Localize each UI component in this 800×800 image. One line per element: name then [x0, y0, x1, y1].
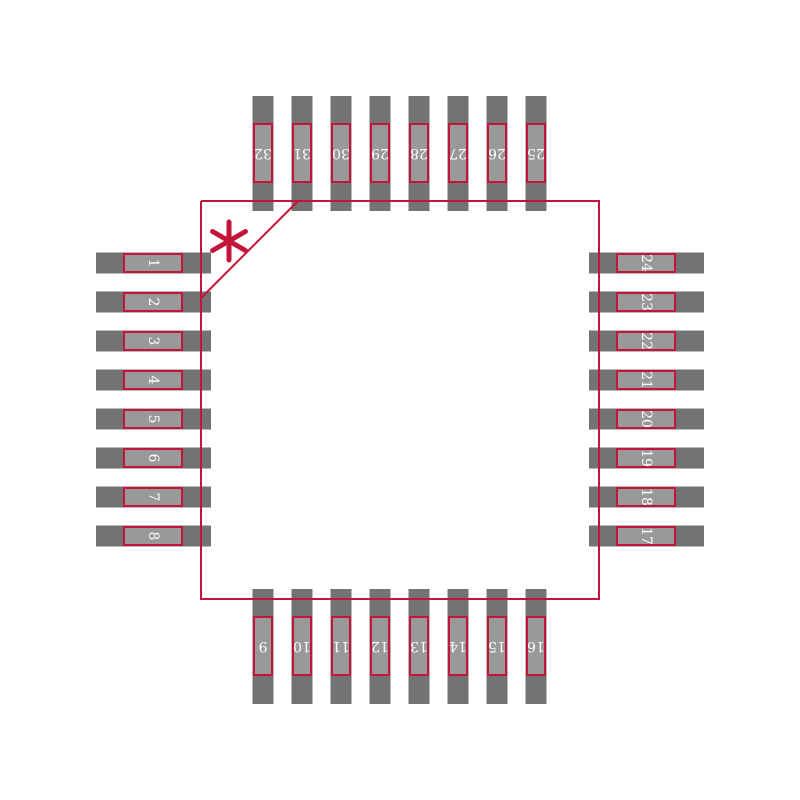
- pin-label-30: 30: [332, 145, 350, 161]
- pin-23: [616, 292, 676, 312]
- pin-26: [487, 123, 507, 183]
- pin-label-14: 14: [449, 638, 467, 654]
- pin-label-9: 9: [259, 638, 268, 654]
- pin-14: [448, 616, 468, 676]
- pin-label-7: 7: [145, 493, 161, 502]
- pin-27: [448, 123, 468, 183]
- pin1-marker: [210, 219, 248, 263]
- pin-label-3: 3: [145, 337, 161, 346]
- pin-label-19: 19: [638, 449, 654, 467]
- pin-label-4: 4: [145, 376, 161, 385]
- pin-3: [123, 331, 183, 351]
- pin-label-28: 28: [410, 145, 428, 161]
- pin-21: [616, 370, 676, 390]
- pin-label-17: 17: [638, 527, 654, 545]
- pin-15: [487, 616, 507, 676]
- pin-11: [331, 616, 351, 676]
- pin-6: [123, 448, 183, 468]
- pin-label-20: 20: [638, 410, 654, 428]
- pin-label-2: 2: [145, 298, 161, 307]
- pin-label-15: 15: [488, 638, 506, 654]
- pin-label-21: 21: [638, 371, 654, 389]
- pin-20: [616, 409, 676, 429]
- pin-4: [123, 370, 183, 390]
- pin-24: [616, 253, 676, 273]
- pin-label-13: 13: [410, 638, 428, 654]
- pin-7: [123, 487, 183, 507]
- pin-label-5: 5: [145, 415, 161, 424]
- pin-32: [253, 123, 273, 183]
- pin-group: [123, 123, 676, 676]
- pin-label-10: 10: [293, 638, 311, 654]
- pin-label-26: 26: [488, 145, 506, 161]
- pin-29: [370, 123, 390, 183]
- pin-9: [253, 616, 273, 676]
- pin-25: [526, 123, 546, 183]
- pin-2: [123, 292, 183, 312]
- pin-18: [616, 487, 676, 507]
- pin-28: [409, 123, 429, 183]
- pin-16: [526, 616, 546, 676]
- package-body: [200, 200, 600, 600]
- pin-label-1: 1: [145, 259, 161, 268]
- pin-label-16: 16: [527, 638, 545, 654]
- pin-label-18: 18: [638, 488, 654, 506]
- pin-8: [123, 526, 183, 546]
- pin-22: [616, 331, 676, 351]
- pin-17: [616, 526, 676, 546]
- pin-label-25: 25: [527, 145, 545, 161]
- pin-label-32: 32: [254, 145, 272, 161]
- pin-label-24: 24: [638, 254, 654, 272]
- pin-label-23: 23: [638, 293, 654, 311]
- pin-label-8: 8: [145, 532, 161, 541]
- pin-19: [616, 448, 676, 468]
- pin-label-6: 6: [145, 454, 161, 463]
- pin-31: [292, 123, 312, 183]
- pin-label-11: 11: [332, 638, 350, 654]
- pin-12: [370, 616, 390, 676]
- pin-13: [409, 616, 429, 676]
- pin-label-27: 27: [449, 145, 467, 161]
- pin-30: [331, 123, 351, 183]
- pin-10: [292, 616, 312, 676]
- asterisk-icon: [210, 219, 248, 263]
- pin-label-29: 29: [371, 145, 389, 161]
- pin-1: [123, 253, 183, 273]
- package-outline: [200, 200, 600, 600]
- pin-label-22: 22: [638, 332, 654, 350]
- pin-label-12: 12: [371, 638, 389, 654]
- pin-label-31: 31: [293, 145, 311, 161]
- pin-5: [123, 409, 183, 429]
